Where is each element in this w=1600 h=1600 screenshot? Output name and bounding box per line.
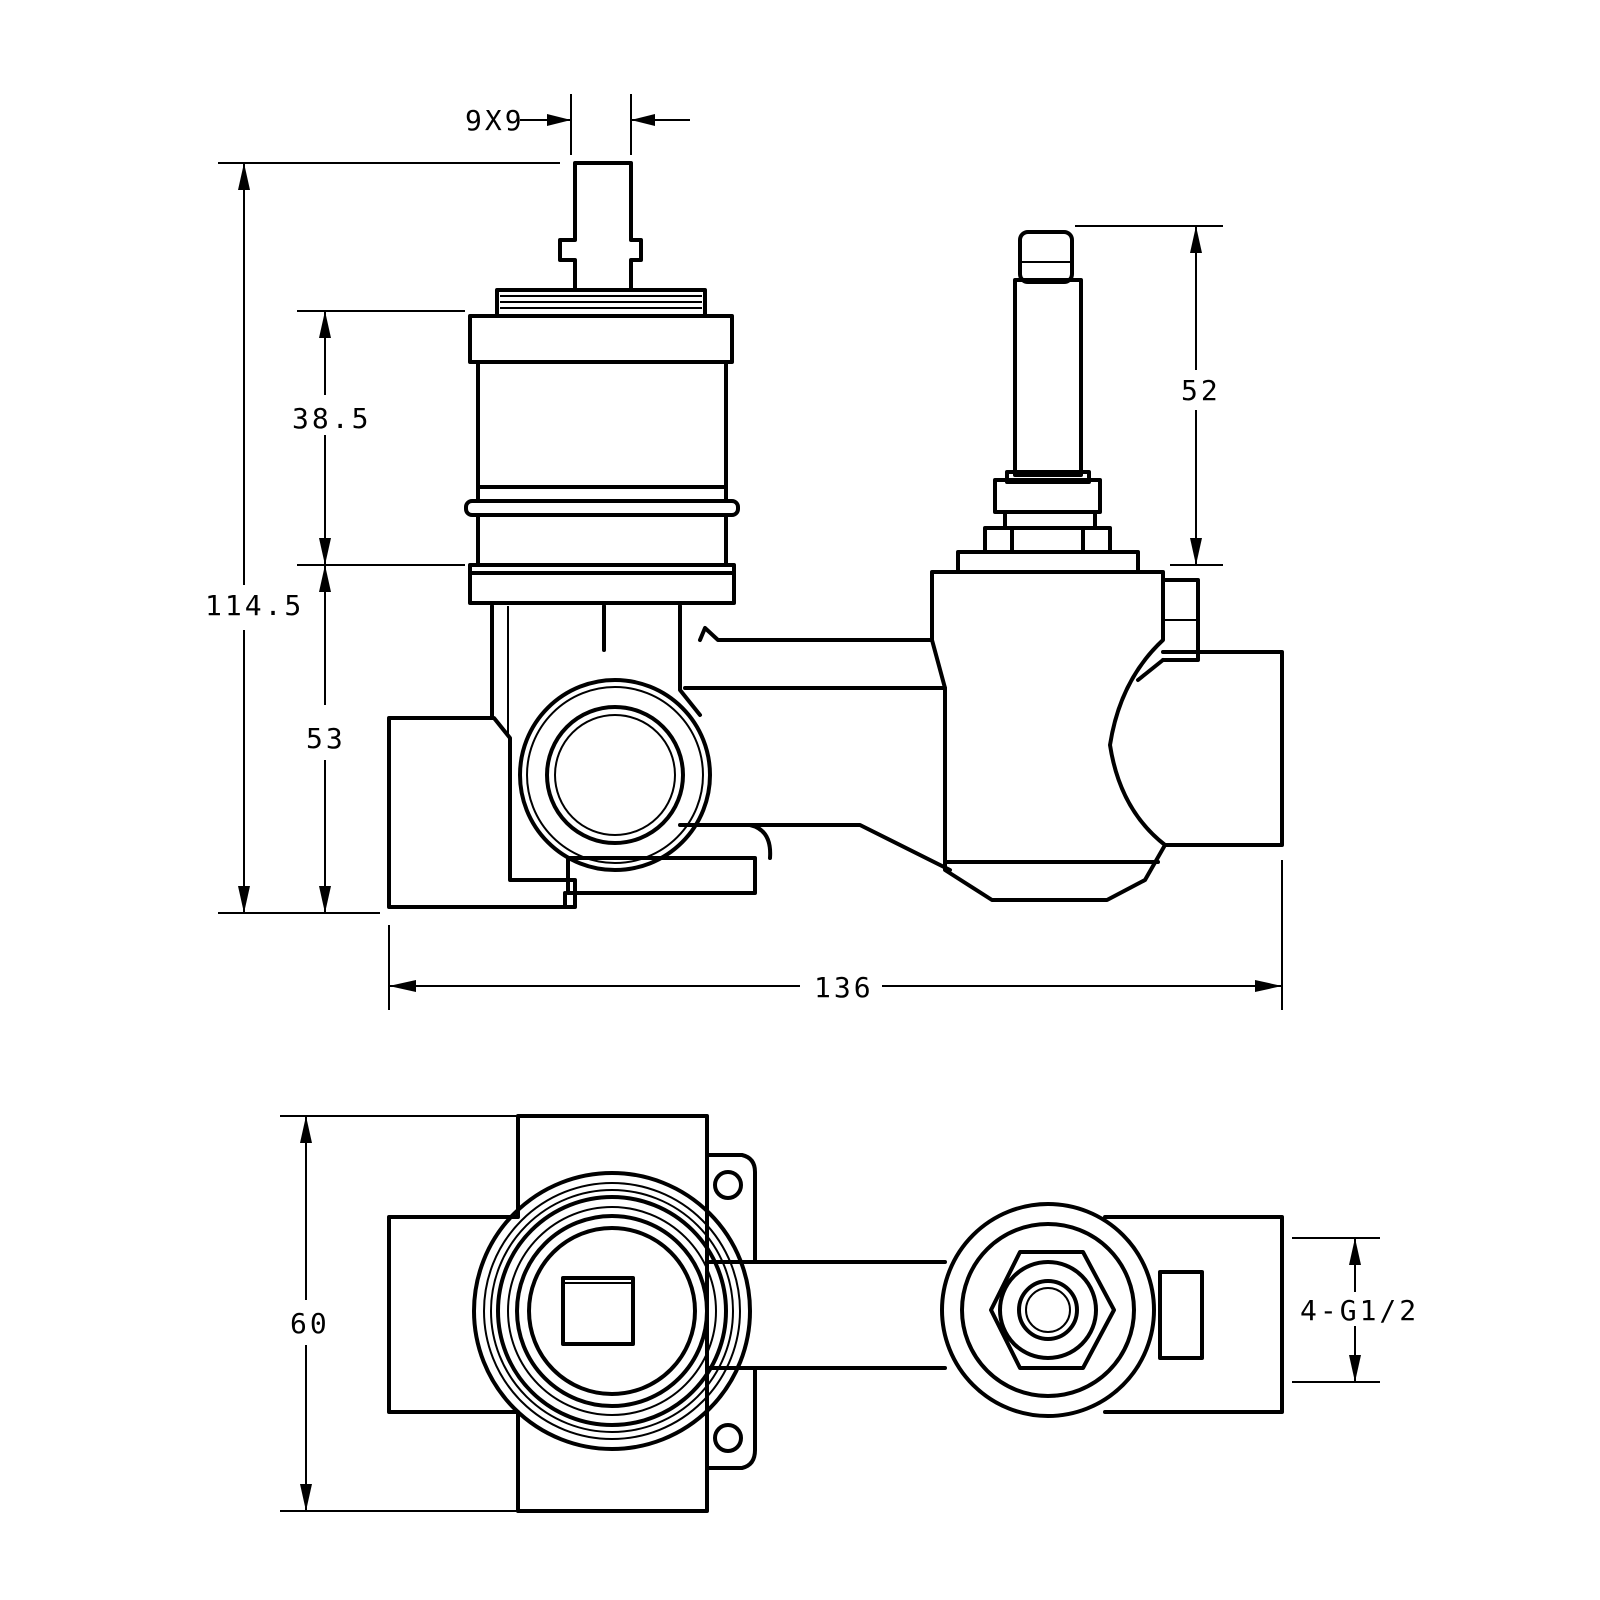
diverter-stem-plan (989, 1250, 1116, 1370)
dim-body-height: 53 (306, 722, 346, 755)
dim-thread-spec: 4-G1/2 (1300, 1294, 1419, 1327)
plan-view (387, 1114, 1284, 1513)
dim-overall-width: 136 (814, 971, 874, 1004)
front-view (387, 161, 1284, 909)
diverter-stem (956, 230, 1140, 574)
dim-overall-height: 114.5 (205, 589, 304, 622)
dim-stem-square: 9X9 (465, 104, 525, 137)
dimensions-front: 9X9 114.5 38.5 53 52 136 (205, 94, 1283, 1010)
dim-body-depth: 60 (290, 1307, 330, 1340)
dim-diverter-stem-height: 52 (1181, 374, 1221, 407)
dim-cartridge-height: 38.5 (292, 402, 371, 435)
cartridge (464, 161, 740, 605)
dimensions-plan: 60 4-G1/2 (280, 1115, 1419, 1512)
outlet-port-front (518, 678, 712, 872)
cartridge-plan (472, 1171, 752, 1451)
